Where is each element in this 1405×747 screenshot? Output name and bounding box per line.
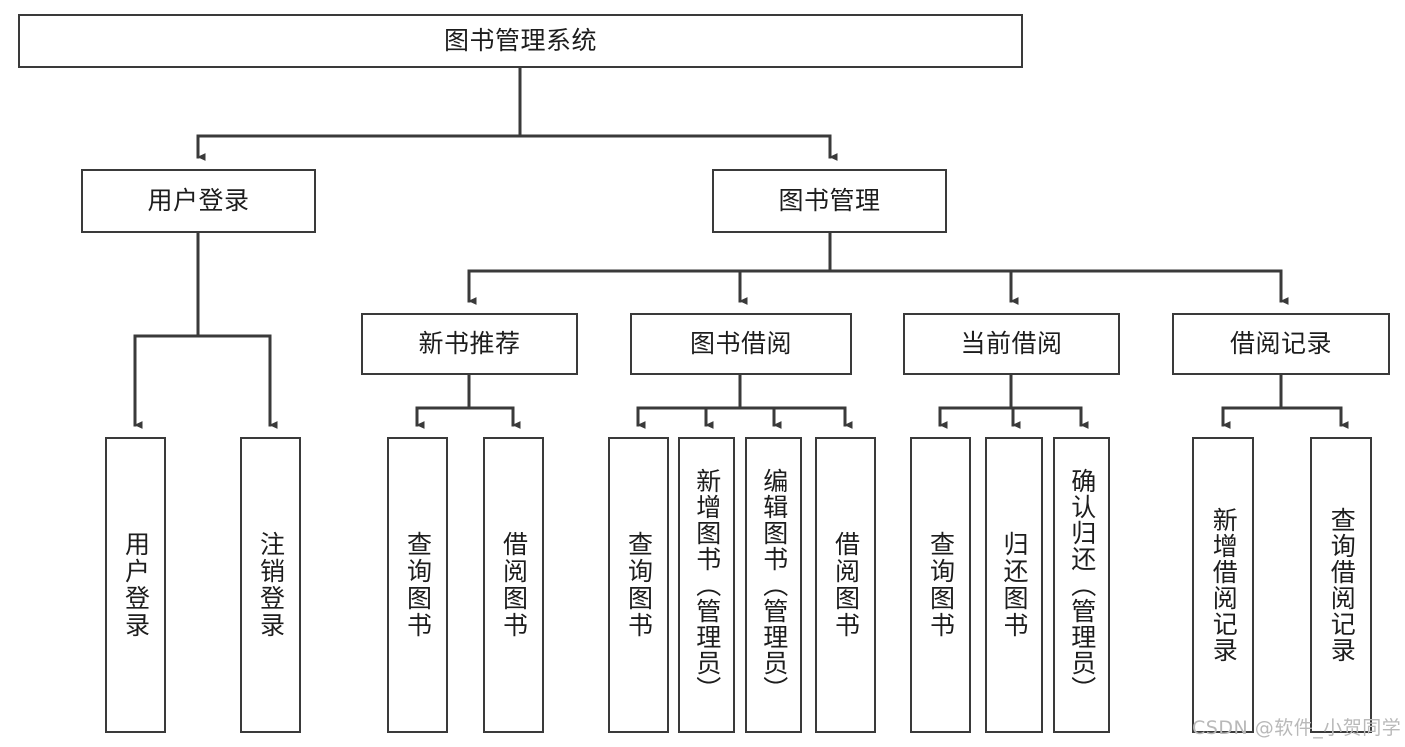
- node-label: 注销登录: [256, 531, 286, 639]
- node-label: 新增借阅记录: [1209, 507, 1239, 663]
- node-new-book-recommendation[interactable]: 新书推荐: [361, 313, 578, 375]
- leaf-add-borrow-record[interactable]: 新增借阅记录: [1192, 437, 1254, 733]
- node-label: 当前借阅: [960, 329, 1063, 359]
- node-label: 借阅图书: [831, 531, 861, 639]
- node-label: 图书管理: [778, 186, 881, 216]
- node-label: 新增图书（管理员）: [692, 468, 722, 702]
- leaf-borrow-books-newbooks[interactable]: 借阅图书: [483, 437, 544, 733]
- node-current-borrowing[interactable]: 当前借阅: [903, 313, 1120, 375]
- node-label: 查询借阅记录: [1327, 507, 1357, 663]
- node-book-management[interactable]: 图书管理: [712, 169, 947, 233]
- leaf-return-books[interactable]: 归还图书: [985, 437, 1043, 733]
- leaf-query-books-current[interactable]: 查询图书: [910, 437, 971, 733]
- node-user-login[interactable]: 用户登录: [81, 169, 316, 233]
- leaf-add-book-admin[interactable]: 新增图书（管理员）: [678, 437, 735, 733]
- node-label: 图书管理系统: [443, 26, 597, 56]
- node-label: 借阅记录: [1229, 329, 1332, 359]
- node-label: 用户登录: [121, 531, 151, 639]
- node-label: 归还图书: [1000, 531, 1029, 639]
- leaf-query-books-borrowing[interactable]: 查询图书: [608, 437, 669, 733]
- node-label: 用户登录: [147, 186, 250, 216]
- node-label: 编辑图书（管理员）: [759, 468, 789, 702]
- leaf-logout[interactable]: 注销登录: [240, 437, 301, 733]
- csdn-watermark: CSDN @软件_小贺同学: [1192, 717, 1402, 739]
- node-label: 查询图书: [926, 531, 956, 639]
- leaf-query-borrow-record[interactable]: 查询借阅记录: [1310, 437, 1372, 733]
- node-label: 借阅图书: [499, 531, 529, 639]
- node-label: 图书借阅: [689, 329, 792, 359]
- node-root-book-management-system[interactable]: 图书管理系统: [18, 14, 1023, 68]
- node-book-borrowing[interactable]: 图书借阅: [630, 313, 852, 375]
- node-label: 查询图书: [403, 531, 433, 639]
- leaf-edit-book-admin[interactable]: 编辑图书（管理员）: [745, 437, 802, 733]
- node-label: 确认归还（管理员）: [1067, 468, 1097, 702]
- leaf-borrow-books-borrowing[interactable]: 借阅图书: [815, 437, 876, 733]
- leaf-query-books-newbooks[interactable]: 查询图书: [387, 437, 448, 733]
- leaf-confirm-return-admin[interactable]: 确认归还（管理员）: [1053, 437, 1110, 733]
- leaf-user-login[interactable]: 用户登录: [105, 437, 166, 733]
- node-borrowing-records[interactable]: 借阅记录: [1172, 313, 1390, 375]
- node-label: 查询图书: [624, 531, 654, 639]
- node-label: 新书推荐: [418, 329, 521, 359]
